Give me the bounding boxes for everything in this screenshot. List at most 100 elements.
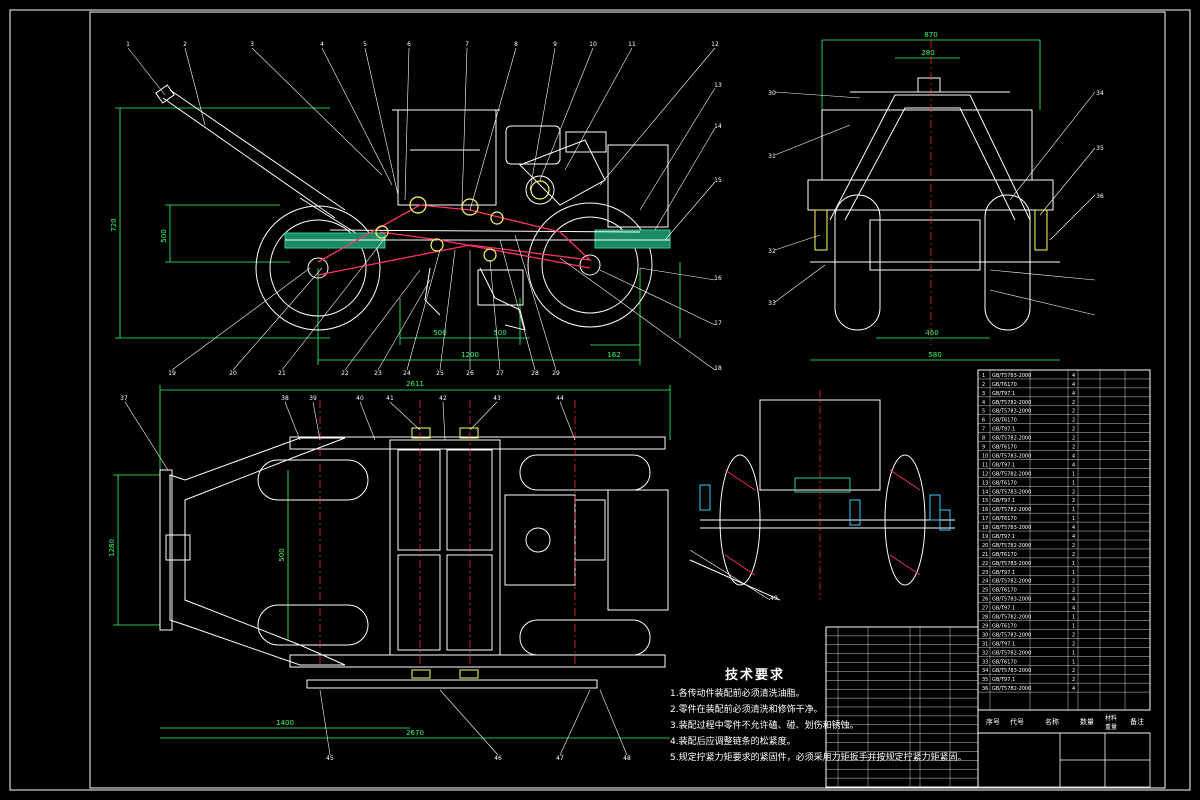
bom-row-qty: 4 — [1072, 453, 1075, 459]
bom-row-qty: 4 — [1072, 606, 1075, 612]
dim-top-overall-length: 2611 — [406, 380, 424, 388]
balloon-46: 46 — [494, 755, 502, 762]
bom-row-qty: 1 — [1072, 516, 1075, 522]
bom-row-no: 6 — [982, 418, 985, 424]
bom-row-qty: 4 — [1072, 373, 1075, 379]
front-view: 870 280 580 460 — [768, 31, 1104, 361]
bom-row-no: 18 — [982, 525, 988, 531]
balloon-37: 37 — [120, 395, 128, 402]
bom-row-no: 7 — [982, 427, 985, 433]
bom-row-no: 32 — [982, 650, 988, 656]
bom-row-code: GB/T5782-2000 — [992, 686, 1031, 692]
balloon-5: 5 — [363, 41, 367, 48]
bom-row-code: GB/T5783-2000 — [992, 525, 1031, 531]
bom-row-qty: 1 — [1072, 471, 1075, 477]
balloon-16: 16 — [714, 275, 722, 282]
bom-row-no: 20 — [982, 543, 988, 549]
bom-row-no: 36 — [982, 686, 988, 692]
balloon-2: 2 — [183, 41, 187, 48]
bom-row-qty: 2 — [1072, 552, 1075, 558]
bom-row-code: GB/T5782-2000 — [992, 579, 1031, 585]
bom-row-no: 33 — [982, 659, 988, 665]
bom-row-code: GB/T5783-2000 — [992, 373, 1031, 379]
bom-row-no: 5 — [982, 409, 985, 415]
bom-row-code: GB/T97.1 — [992, 606, 1015, 612]
dim-front-overall-width: 870 — [924, 31, 937, 39]
bom-row-code: GB/T5783-2000 — [992, 668, 1031, 674]
bom-row-no: 25 — [982, 588, 988, 594]
bom-row-qty: 4 — [1072, 597, 1075, 603]
bom-row-code: GB/T5783-2000 — [992, 409, 1031, 415]
bom-row-code: GB/T5782-2000 — [992, 543, 1031, 549]
bom-row-code: GB/T6170 — [992, 659, 1017, 665]
bom-row-qty: 4 — [1072, 462, 1075, 468]
bom-row-code: GB/T5782-2000 — [992, 471, 1031, 477]
balloon-6: 6 — [407, 41, 411, 48]
bom-row-no: 30 — [982, 632, 988, 638]
balloon-34: 34 — [1096, 90, 1104, 97]
dim-side-bottom-b: 500 — [493, 329, 506, 337]
dim-top-width: 1280 — [108, 539, 116, 557]
bom-row-no: 31 — [982, 641, 988, 647]
bom-header-no: 序号 — [986, 717, 1000, 726]
balloon-39: 39 — [309, 395, 317, 402]
balloon-7: 7 — [465, 41, 469, 48]
bom-row-qty: 1 — [1072, 659, 1075, 665]
balloon-27: 27 — [496, 370, 504, 377]
balloon-19: 19 — [168, 370, 176, 377]
bom-header-qty: 数量 — [1080, 717, 1094, 726]
bom-row-qty: 2 — [1072, 677, 1075, 683]
bom-row-qty: 2 — [1072, 489, 1075, 495]
bom-row-qty: 2 — [1072, 668, 1075, 674]
balloon-9: 9 — [553, 41, 557, 48]
bom-row-qty: 2 — [1072, 445, 1075, 451]
technical-requirement-item: 5.规定拧紧力矩要求的紧固件，必须采用力矩扳手并按规定拧紧力矩紧固。 — [670, 753, 967, 763]
bom-row-no: 29 — [982, 623, 988, 629]
bom-row-no: 10 — [982, 453, 988, 459]
balloon-43: 43 — [493, 395, 501, 402]
bom-row-qty: 2 — [1072, 409, 1075, 415]
bom-row-code: GB/T6170 — [992, 418, 1017, 424]
bom-row-qty: 2 — [1072, 588, 1075, 594]
balloon-4: 4 — [320, 41, 324, 48]
bom-row-code: GB/T6170 — [992, 516, 1017, 522]
balloon-25: 25 — [436, 370, 444, 377]
bom-row-no: 35 — [982, 677, 988, 683]
balloon-40: 40 — [356, 395, 364, 402]
balloon-13: 13 — [714, 82, 722, 89]
bom-row-no: 3 — [982, 391, 985, 397]
balloon-38: 38 — [281, 395, 289, 402]
bom-row-no: 27 — [982, 606, 988, 612]
bom-row-qty: 1 — [1072, 480, 1075, 486]
bom-row-code: GB/T5782-2000 — [992, 400, 1031, 406]
bom-row-no: 21 — [982, 552, 988, 558]
bom-row-qty: 2 — [1072, 418, 1075, 424]
balloon-26: 26 — [466, 370, 474, 377]
bom-row-qty: 4 — [1072, 534, 1075, 540]
balloon-28: 28 — [531, 370, 539, 377]
dim-front-bottom-width: 580 — [928, 351, 941, 359]
technical-requirement-item: 1.各传动件装配前必须清洗油脂。 — [670, 689, 805, 699]
dim-side-overall-height: 720 — [110, 218, 118, 231]
bom-row-no: 4 — [982, 400, 985, 406]
bom-row-no: 26 — [982, 597, 988, 603]
balloon-15: 15 — [714, 177, 722, 184]
bom-row-qty: 4 — [1072, 686, 1075, 692]
bom-row-code: GB/T6170 — [992, 445, 1017, 451]
balloon-47: 47 — [556, 755, 564, 762]
bom-row-code: GB/T6170 — [992, 480, 1017, 486]
balloon-3: 3 — [250, 41, 254, 48]
bom-row-qty: 2 — [1072, 400, 1075, 406]
balloon-44: 44 — [556, 395, 564, 402]
technical-requirement-item: 3.装配过程中零件不允许磕、碰、划伤和锈蚀。 — [670, 721, 859, 731]
bom-row-no: 8 — [982, 436, 985, 442]
bom-row-code: GB/T6170 — [992, 552, 1017, 558]
bom-row-code: GB/T97.1 — [992, 462, 1015, 468]
balloon-49: 49 — [770, 595, 778, 602]
bom-row-no: 19 — [982, 534, 988, 540]
bom-row-qty: 4 — [1072, 391, 1075, 397]
bom-row-qty: 4 — [1072, 382, 1075, 388]
bom-row-code: GB/T97.1 — [992, 498, 1015, 504]
bom-row-code: GB/T5783-2000 — [992, 453, 1031, 459]
top-view: 2611 1280 500 1400 2670 — [108, 380, 778, 762]
